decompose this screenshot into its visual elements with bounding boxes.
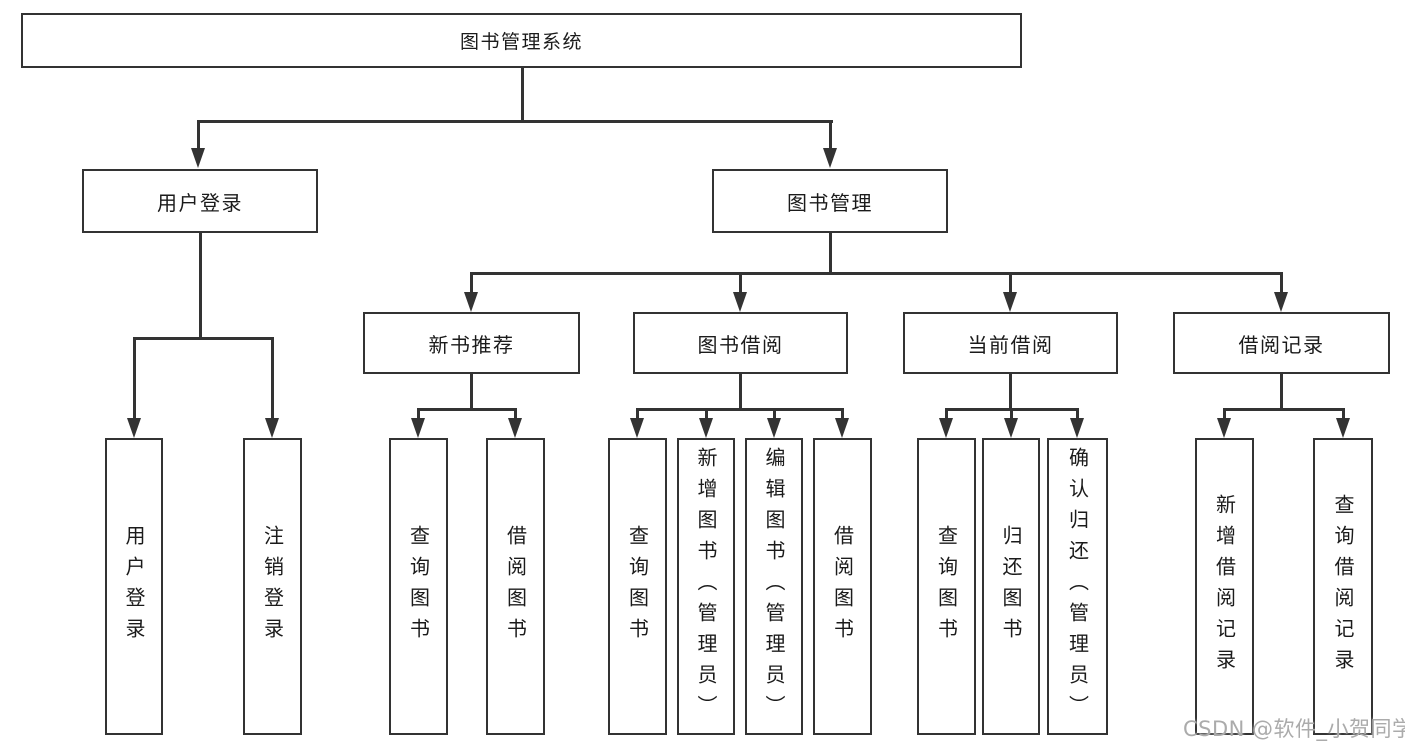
node-current-borrowing: 当前借阅	[903, 312, 1118, 374]
arrowhead-down	[1273, 292, 1288, 312]
connector-line	[636, 408, 844, 411]
node-label: 借阅图书	[830, 524, 855, 649]
node-label: 用户登录	[122, 524, 146, 649]
connector-line	[270, 337, 274, 419]
connector-line	[1008, 374, 1012, 410]
arrowhead-down	[508, 418, 522, 438]
node-label: 当前借阅	[967, 332, 1054, 357]
connector-line	[1279, 374, 1283, 410]
connector-line	[704, 408, 708, 420]
leaf-bb-edit-books-admin: 编辑图书（管理员）	[745, 438, 803, 735]
arrowhead-down	[1070, 418, 1084, 438]
leaf-nbr-query-books: 查询图书	[389, 438, 448, 735]
connector-line	[1223, 408, 1226, 420]
connector-line	[772, 408, 776, 420]
leaf-bb-borrow-books: 借阅图书	[813, 438, 872, 735]
node-label: 图书管理	[787, 190, 873, 215]
connector-line	[1008, 272, 1012, 294]
connector-line	[841, 408, 844, 420]
node-label: 注销登录	[260, 524, 285, 649]
connector-line	[469, 272, 473, 294]
arrowhead-down	[822, 148, 837, 168]
connector-line	[945, 408, 948, 420]
leaf-cb-return-books: 归还图书	[982, 438, 1040, 735]
node-book-management: 图书管理	[712, 169, 948, 233]
arrowhead-down	[1217, 418, 1231, 438]
arrowhead-down	[126, 418, 141, 438]
node-label: 查询借阅记录	[1331, 493, 1355, 680]
arrowhead-down	[766, 418, 781, 438]
connector-line	[132, 337, 136, 419]
node-user-login: 用户登录	[82, 169, 318, 233]
connector-line	[132, 337, 274, 340]
node-label: 图书管理系统	[459, 31, 583, 53]
connector-line	[520, 68, 524, 120]
connector-line	[416, 408, 517, 411]
arrowhead-down	[190, 148, 205, 168]
leaf-br-query-record: 查询借阅记录	[1313, 438, 1373, 735]
node-label: 查询图书	[934, 524, 959, 649]
node-label: 新书推荐	[428, 332, 515, 357]
arrowhead-down	[630, 418, 644, 438]
leaf-bb-add-books-admin: 新增图书（管理员）	[677, 438, 735, 735]
arrowhead-down	[1002, 292, 1017, 312]
connector-line	[738, 272, 742, 294]
connector-line	[198, 233, 202, 339]
node-label: 借阅图书	[503, 524, 528, 649]
leaf-br-add-record: 新增借阅记录	[1195, 438, 1254, 735]
arrowhead-down	[1335, 418, 1350, 438]
node-label: 图书借阅	[697, 332, 784, 357]
arrowhead-down	[463, 292, 478, 312]
connector-line	[1009, 408, 1013, 420]
connector-line	[636, 408, 639, 420]
leaf-nbr-borrow-books: 借阅图书	[486, 438, 545, 735]
leaf-logout-login: 注销登录	[243, 438, 302, 735]
node-label: 查询图书	[625, 524, 650, 649]
leaf-user-login: 用户登录	[105, 438, 163, 735]
node-label: 编辑图书（管理员）	[762, 447, 786, 726]
connector-line	[1076, 408, 1079, 420]
connector-line	[1341, 408, 1345, 420]
node-label: 新增借阅记录	[1212, 493, 1237, 680]
connector-line	[196, 120, 833, 123]
node-label: 查询图书	[406, 524, 431, 649]
node-book-borrowing: 图书借阅	[633, 312, 848, 374]
connector-line	[1279, 272, 1283, 294]
connector-line	[828, 233, 832, 274]
csdn-watermark: CSDN @软件_小贺同学	[1183, 717, 1405, 741]
connector-line	[514, 408, 517, 420]
leaf-cb-confirm-return-admin: 确认归还（管理员）	[1047, 438, 1108, 735]
connector-line	[1223, 408, 1345, 411]
node-label: 确认归还（管理员）	[1065, 447, 1090, 726]
node-label: 用户登录	[157, 190, 243, 215]
arrowhead-down	[265, 418, 279, 438]
arrowhead-down	[411, 418, 425, 438]
node-label: 借阅记录	[1238, 332, 1325, 357]
arrowhead-down	[835, 418, 849, 438]
node-label: 归还图书	[999, 524, 1023, 649]
connector-line	[196, 120, 200, 150]
connector-line	[469, 374, 473, 410]
leaf-bb-query-books: 查询图书	[608, 438, 667, 735]
arrowhead-down	[1003, 418, 1018, 438]
node-borrowing-records: 借阅记录	[1173, 312, 1390, 374]
arrowhead-down	[732, 292, 747, 312]
leaf-cb-query-books: 查询图书	[917, 438, 976, 735]
connector-line	[738, 374, 742, 410]
arrowhead-down	[939, 418, 953, 438]
node-library-management-system: 图书管理系统	[21, 13, 1022, 68]
connector-line	[469, 272, 1283, 275]
node-label: 新增图书（管理员）	[694, 447, 718, 726]
connector-line	[828, 120, 832, 150]
arrowhead-down	[698, 418, 713, 438]
connector-line	[416, 408, 420, 420]
node-new-book-recommend: 新书推荐	[363, 312, 580, 374]
